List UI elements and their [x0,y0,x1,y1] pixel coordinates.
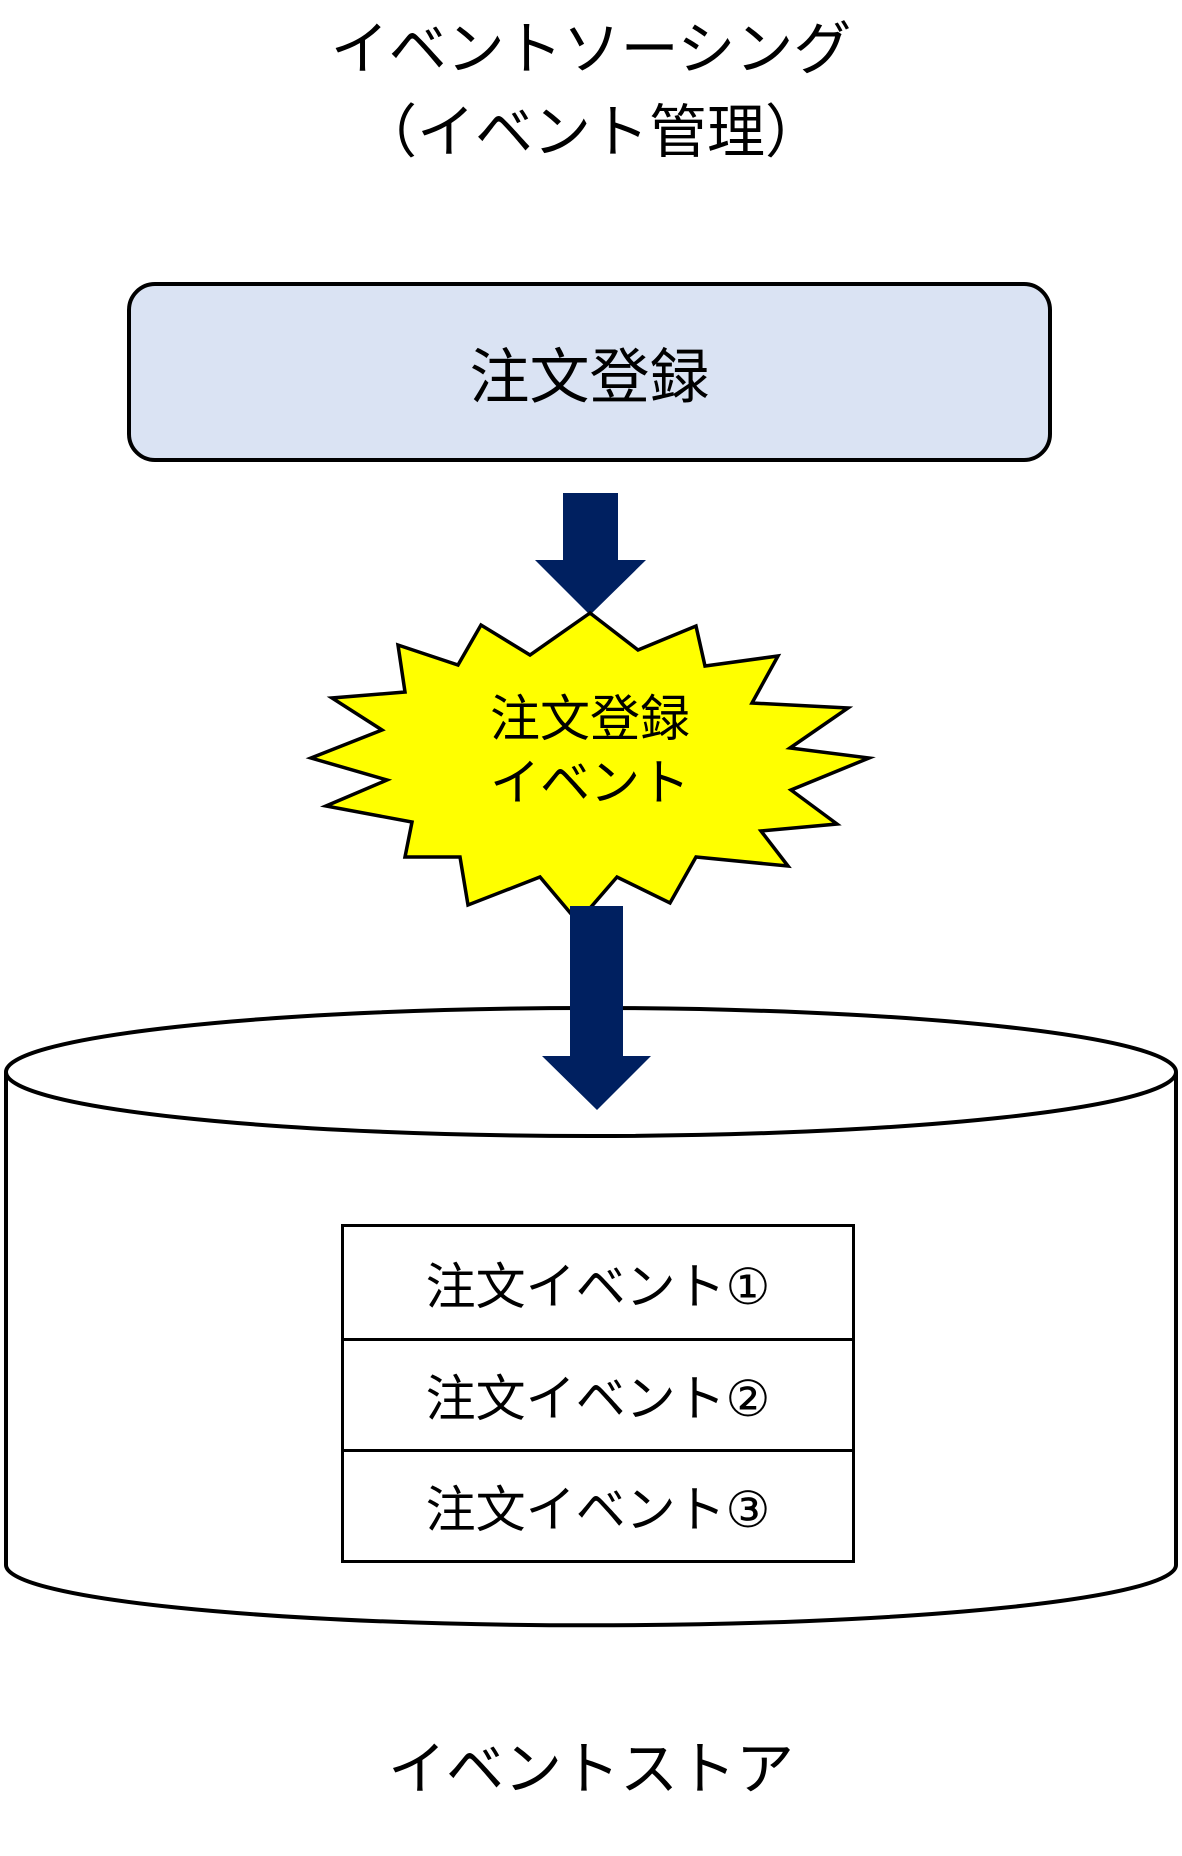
command-label: 注文登録 [469,342,710,413]
event-list: 注文イベント① 注文イベント② 注文イベント③ [341,1224,855,1563]
diagram-title-line1: イベントソーシング [330,15,852,83]
arrow-down-icon [535,493,646,615]
arrow-down-icon [542,906,651,1110]
command-box: 注文登録 [127,282,1052,462]
event-row: 注文イベント③ [344,1449,852,1560]
event-burst-label-line1: 注文登録 [490,690,690,748]
event-burst-label-line2: イベント [490,754,690,812]
event-row: 注文イベント① [425,1257,771,1316]
event-store-label: イベントストア [387,1735,794,1803]
event-row: 注文イベント② [344,1338,852,1449]
diagram-title-line2: （イベント管理） [358,98,823,166]
